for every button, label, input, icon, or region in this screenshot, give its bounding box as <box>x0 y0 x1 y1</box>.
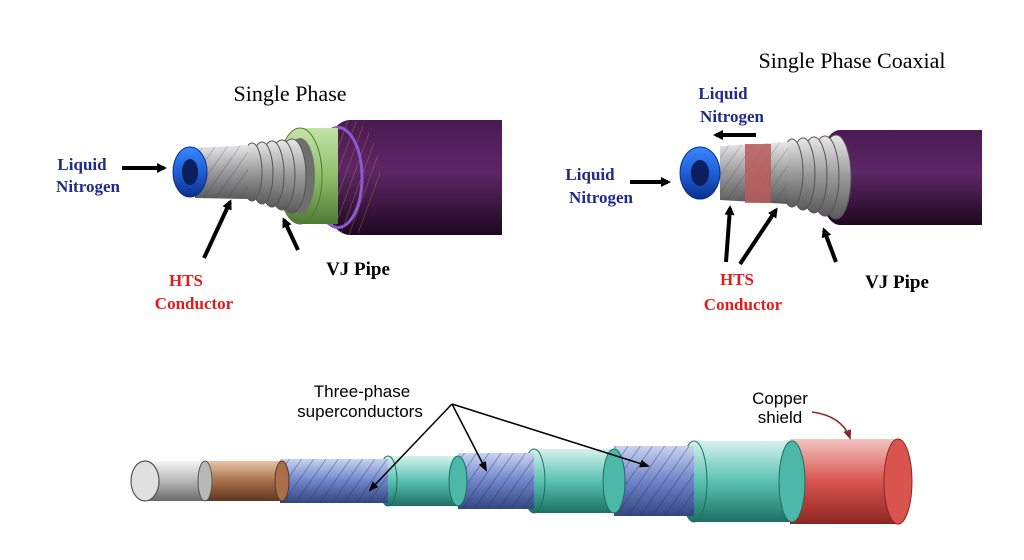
single-phase-vj-arrow <box>282 217 300 251</box>
coaxial-title: Single Phase Coaxial <box>759 48 946 73</box>
coaxial-cable <box>679 130 982 225</box>
copper-shield-label-1: Copper <box>752 389 808 408</box>
single-phase-liquid-label-2: Nitrogen <box>56 177 120 196</box>
single-phase-hts-arrow <box>202 199 232 259</box>
coaxial-hts-label-1: HTS <box>720 270 754 289</box>
copper-shield-layer <box>790 439 898 524</box>
coaxial-hts-arrow-2 <box>738 207 778 266</box>
three-phase-cable <box>130 438 913 525</box>
single-phase-cable <box>172 120 502 235</box>
corrugated-pipe <box>241 138 307 214</box>
single-phase-liquid-label-1: Liquid <box>57 155 107 174</box>
single-phase-title: Single Phase <box>233 81 346 106</box>
silver-former <box>145 461 205 501</box>
coaxial-hts-arrow-1 <box>724 205 735 263</box>
copper-core <box>205 461 282 501</box>
single-phase-hts-label-1: HTS <box>169 271 203 290</box>
coaxial-liquid-out-label-1: Liquid <box>698 84 748 103</box>
coaxial-hts-label-2: Conductor <box>704 295 783 314</box>
copper-shield-label-2: shield <box>758 408 802 427</box>
coaxial-liquid-in-label-2: Nitrogen <box>569 188 633 207</box>
inner-dielectric-layer <box>388 456 458 506</box>
outer-dielectric-layer <box>694 441 792 522</box>
single-phase-vj-label: VJ Pipe <box>326 259 390 280</box>
coaxial-corrugated-pipe <box>780 134 852 220</box>
single-phase-hts-label-2: Conductor <box>155 294 234 313</box>
three-phase-label-2: superconductors <box>297 402 423 421</box>
copper-shield-arrow <box>811 411 852 440</box>
middle-dielectric-layer <box>534 449 614 513</box>
coaxial-vj-label: VJ Pipe <box>865 272 929 293</box>
coaxial-vj-arrow <box>821 227 838 263</box>
three-phase-label-1: Three-phase <box>314 382 410 401</box>
supercond-arrow-3 <box>451 403 650 468</box>
coaxial-liquid-out-label-2: Nitrogen <box>700 107 764 126</box>
supercond-arrow-2 <box>451 403 487 472</box>
supercond-arrow-1 <box>368 403 453 492</box>
coaxial-liquid-in-label-1: Liquid <box>565 165 615 184</box>
